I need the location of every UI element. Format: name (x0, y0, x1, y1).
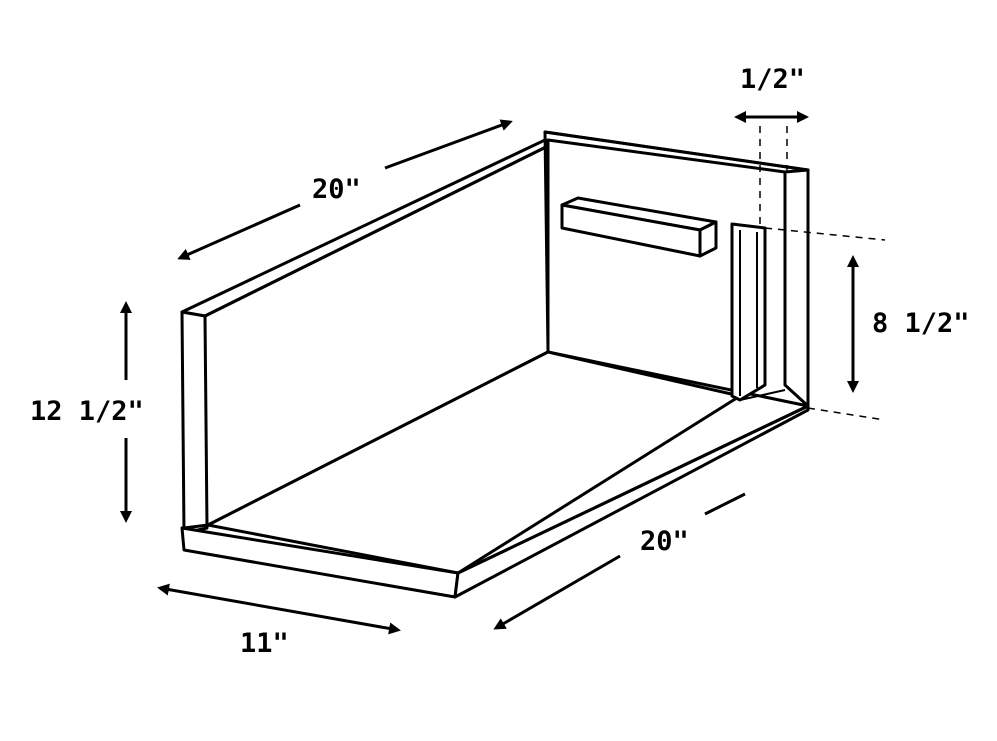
top-length-arrow-right (384, 119, 513, 170)
slot-extension-lines (759, 126, 886, 421)
depth-arrow (157, 583, 401, 635)
top-length-label: 20" (312, 174, 361, 205)
slot-width-label: 1/2" (740, 64, 805, 95)
bottom-length-arrow-right (704, 492, 746, 516)
bottom-length-arrow-left (493, 554, 621, 630)
depth-label: 11" (240, 628, 289, 659)
shelf-block (560, 196, 718, 258)
floor-base (180, 350, 810, 599)
bottom-length-label: 20" (640, 526, 689, 557)
back-wall (180, 138, 550, 535)
slot-height-label: 8 1/2" (872, 308, 970, 339)
slot-bracket (730, 222, 786, 402)
height-label: 12 1/2" (30, 396, 144, 427)
dimension-arrows (120, 111, 859, 635)
top-length-arrow-left (177, 203, 301, 260)
